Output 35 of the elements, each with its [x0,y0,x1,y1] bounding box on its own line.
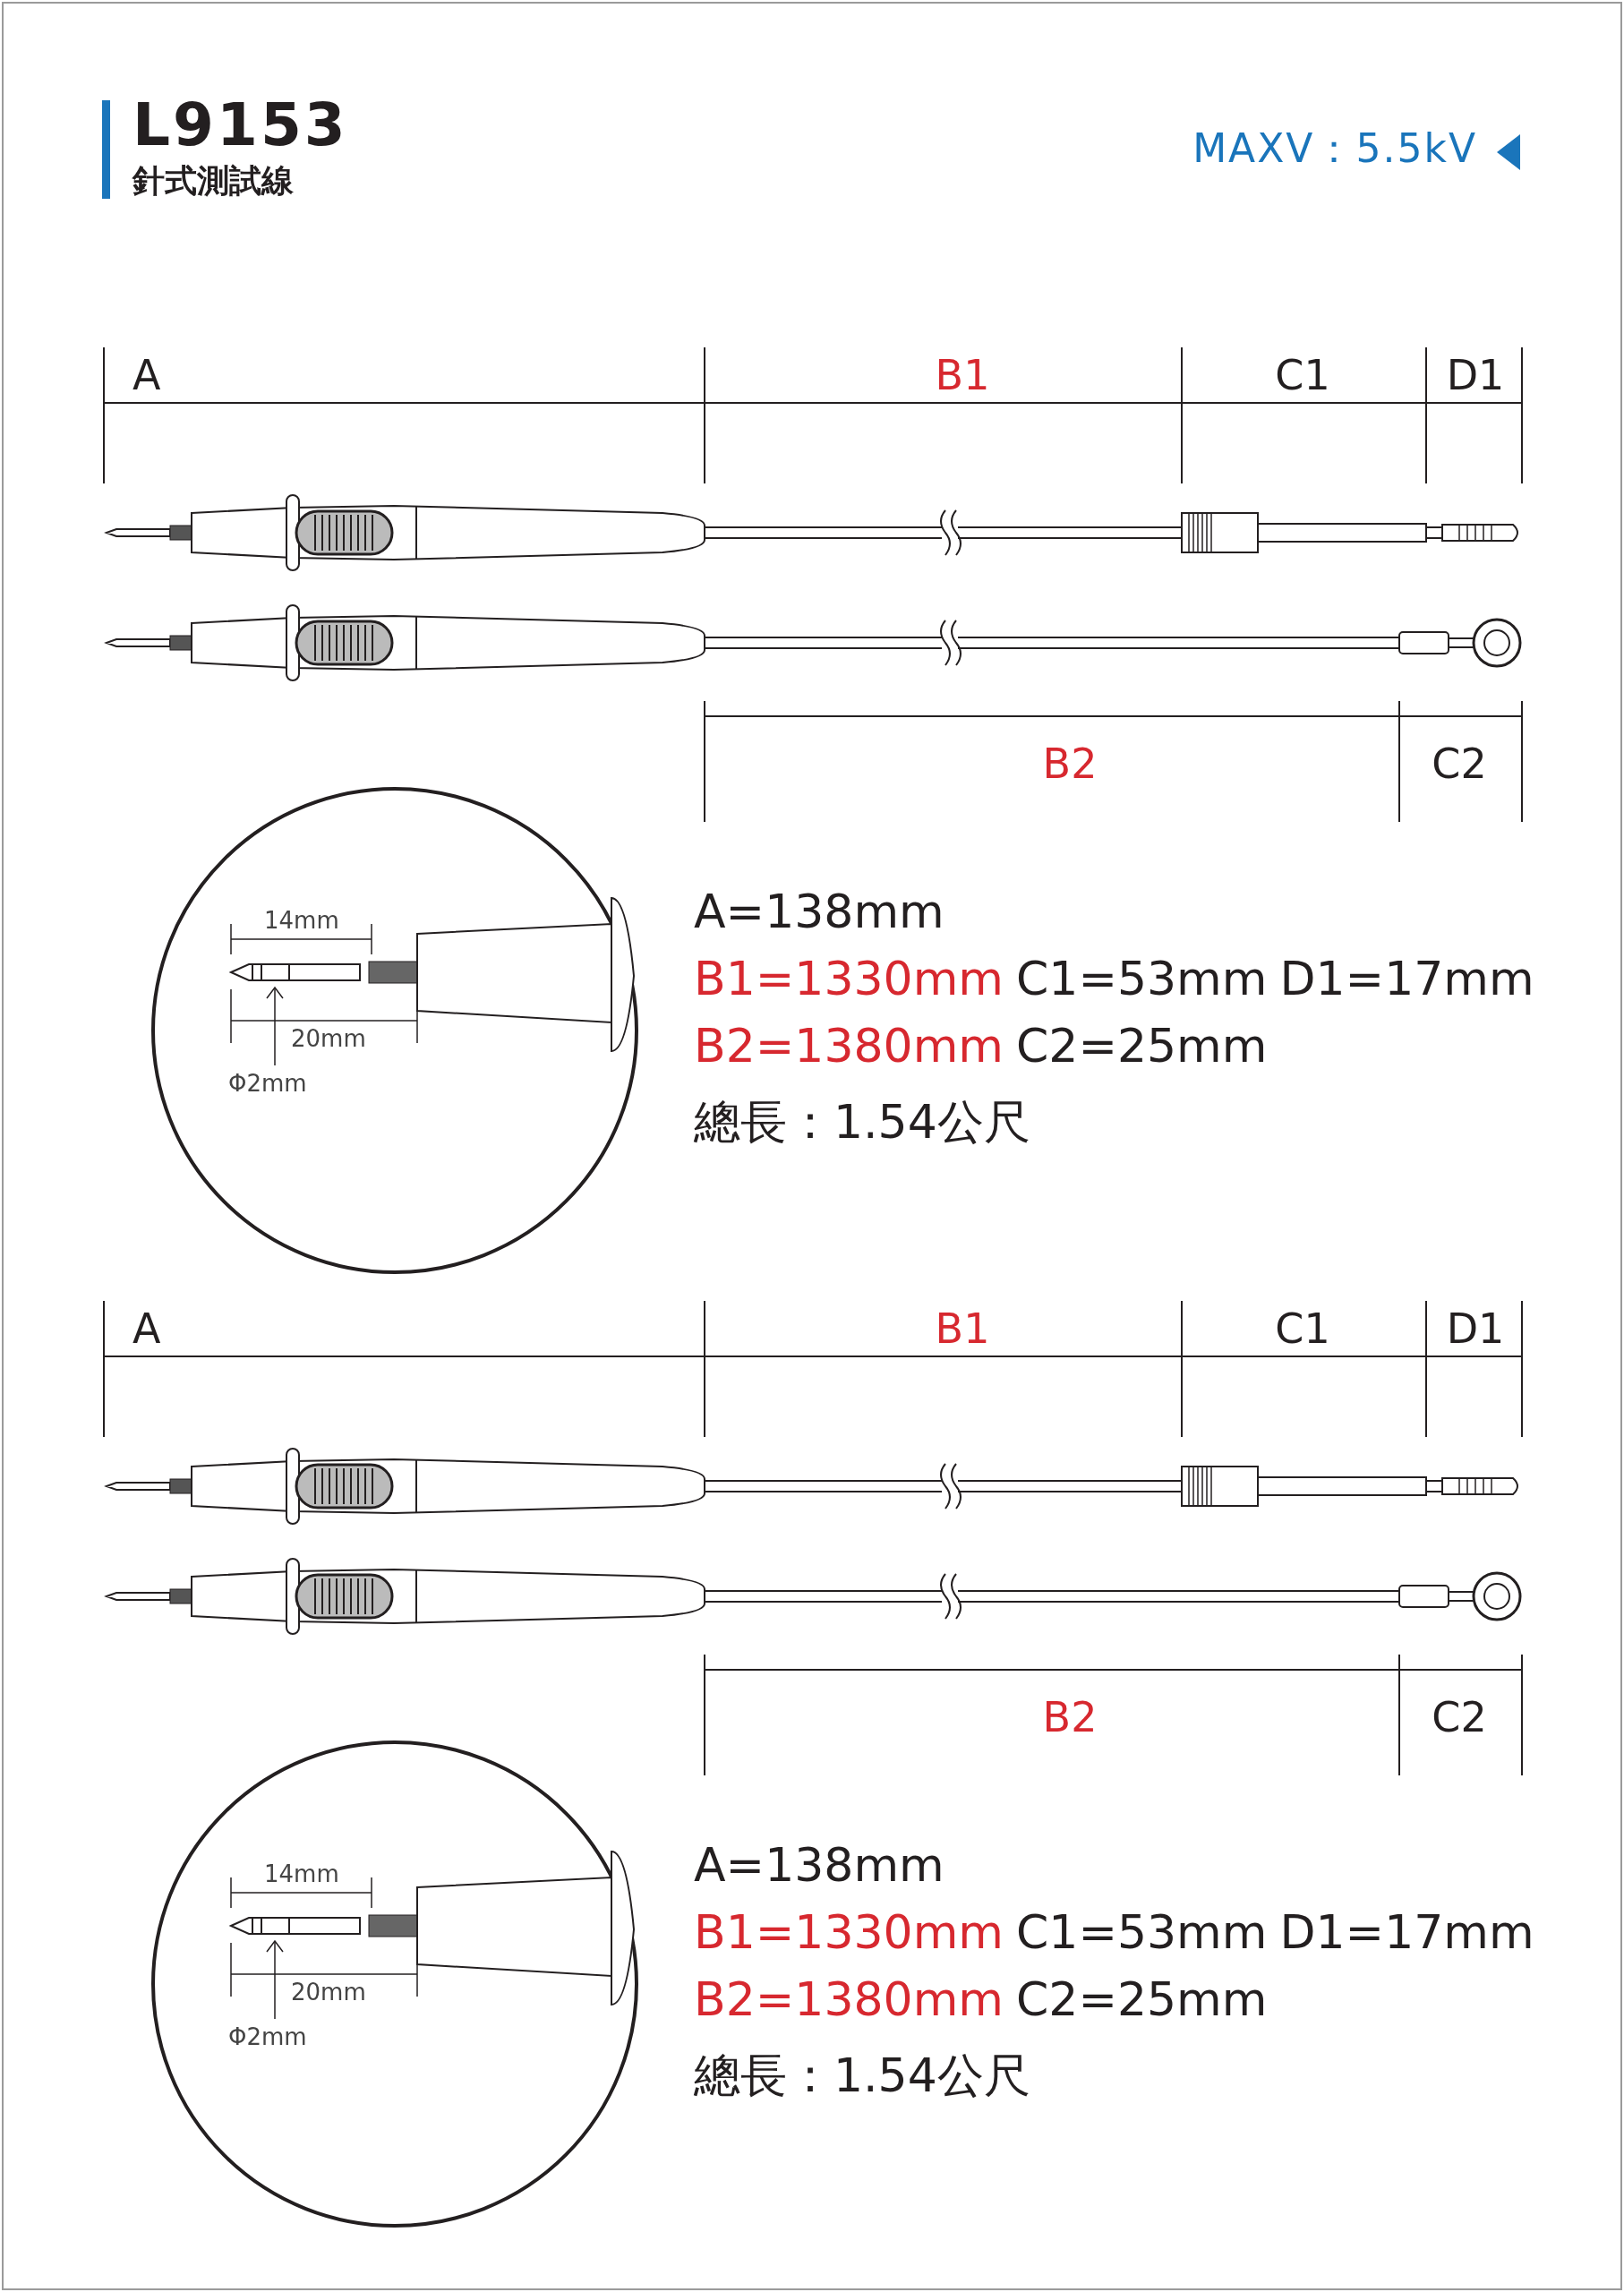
spec-text: D1=17mm [1279,1907,1534,1959]
dimension-label: A [132,353,161,398]
dimension-label: D1 [1446,353,1505,398]
dimension-label: C2 [1432,1695,1487,1740]
dimension-value: Φ2mm [228,2024,307,2050]
dimension-label: B2 [1042,741,1098,787]
dimension-value: Φ2mm [228,1071,307,1097]
spec-text: C2=25mm [1016,1974,1268,2026]
dimension-label: A [132,1306,161,1352]
dimension-value: 14mm [264,908,339,934]
dimension-label: C1 [1275,1306,1330,1352]
spec-text: B2=1380mm [694,1974,1004,2026]
dimension-label: B1 [935,353,990,398]
model-number: L9153 [132,93,348,158]
spec-text: B1=1330mm [694,954,1004,1005]
product-subtitle: 針式測試線 [132,163,294,199]
dimension-label: C2 [1432,741,1487,787]
dimension-label: D1 [1446,1306,1505,1352]
spec-text: C1=53mm [1016,954,1268,1005]
spec-text: C1=53mm [1016,1907,1268,1959]
dimension-label: C1 [1275,353,1330,398]
dimension-label: B1 [935,1306,990,1352]
dimension-value: 20mm [291,1980,366,2006]
spec-text: 總長：1.54公尺 [694,2050,1030,2102]
spec-text: A=138mm [694,1840,944,1892]
spec-text: D1=17mm [1279,954,1534,1005]
dimension-value: 14mm [264,1861,339,1887]
spec-text: B1=1330mm [694,1907,1004,1959]
spec-text: B2=1380mm [694,1021,1004,1073]
spec-text: 總長：1.54公尺 [694,1097,1030,1149]
spec-text: A=138mm [694,886,944,938]
dimension-label: B2 [1042,1695,1098,1740]
dimension-value: 20mm [291,1026,366,1052]
spec-text: C2=25mm [1016,1021,1268,1073]
voltage-rating: MAXV：5.5kV [1192,127,1477,171]
